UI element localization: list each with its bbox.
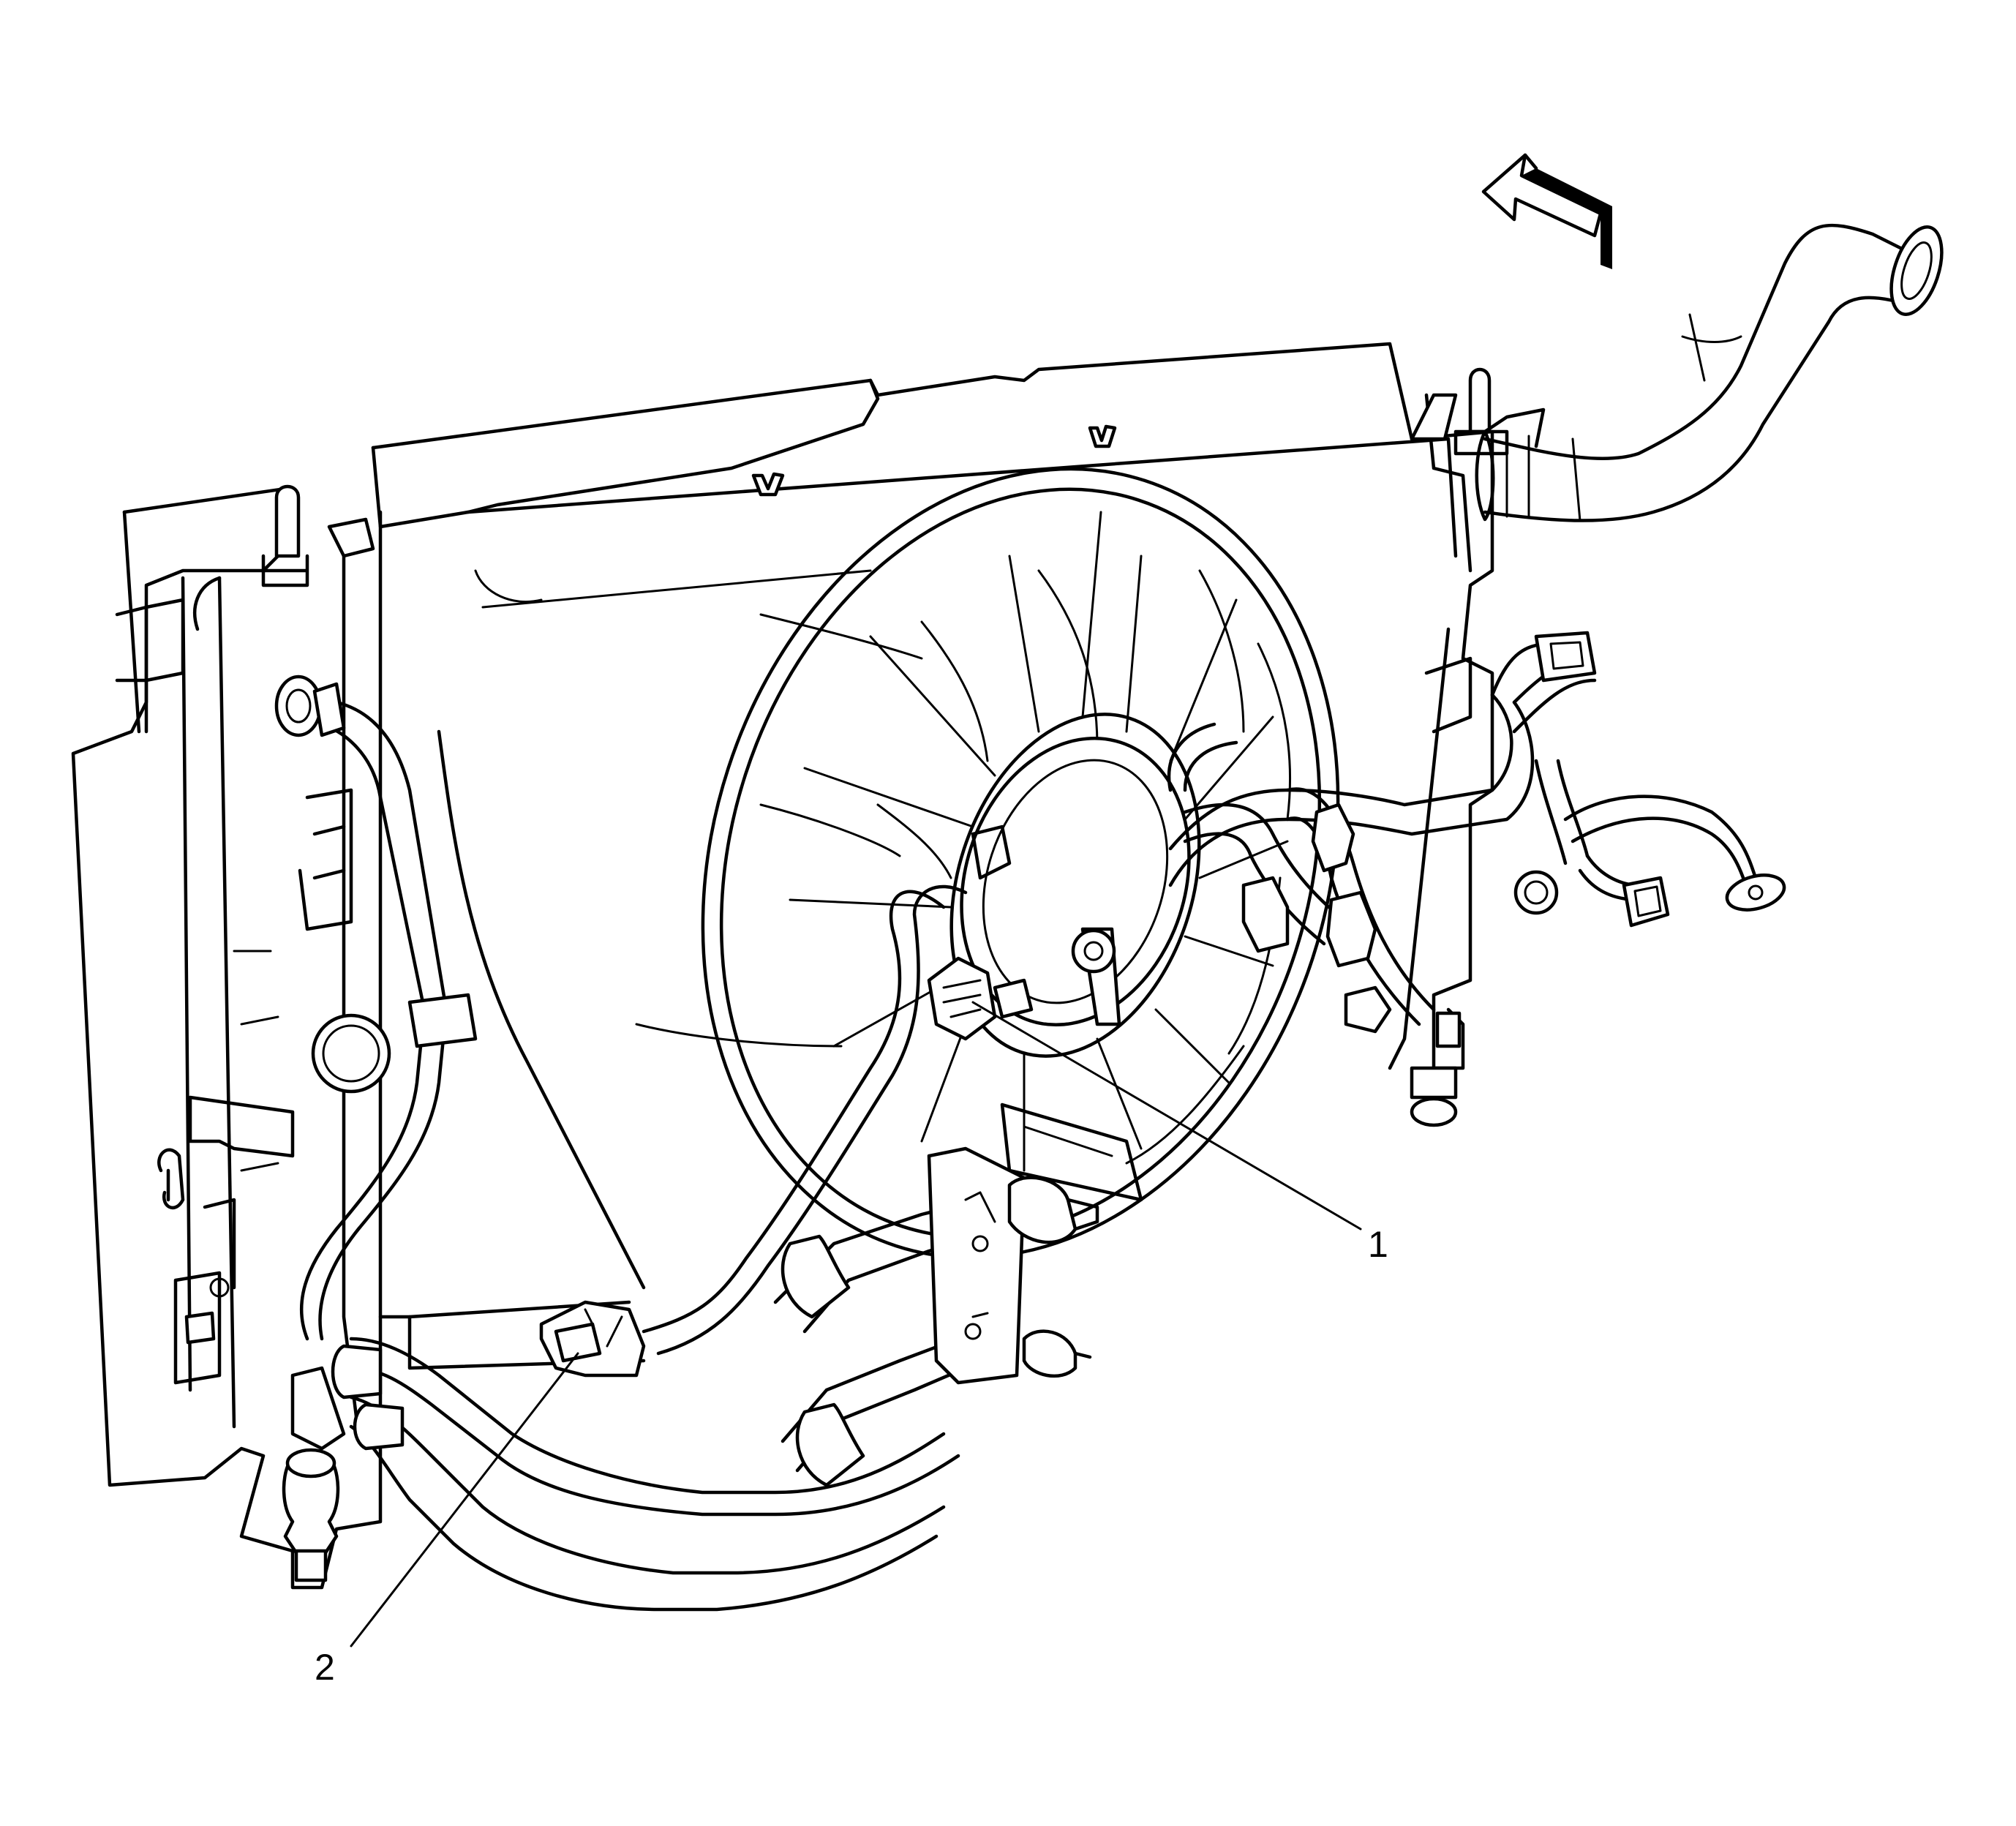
callout-1: 1 — [1368, 1224, 1388, 1265]
harness-connectors — [539, 631, 1670, 1378]
cooling-fan — [635, 467, 1340, 1260]
upper-radiator-hose — [1475, 223, 1944, 522]
direction-arrow-icon — [1481, 153, 1612, 269]
leader-lines — [350, 1001, 1362, 1647]
fan-motor — [960, 736, 1191, 1027]
cooler-lines — [274, 675, 1099, 1612]
callout-2: 2 — [315, 1647, 335, 1688]
